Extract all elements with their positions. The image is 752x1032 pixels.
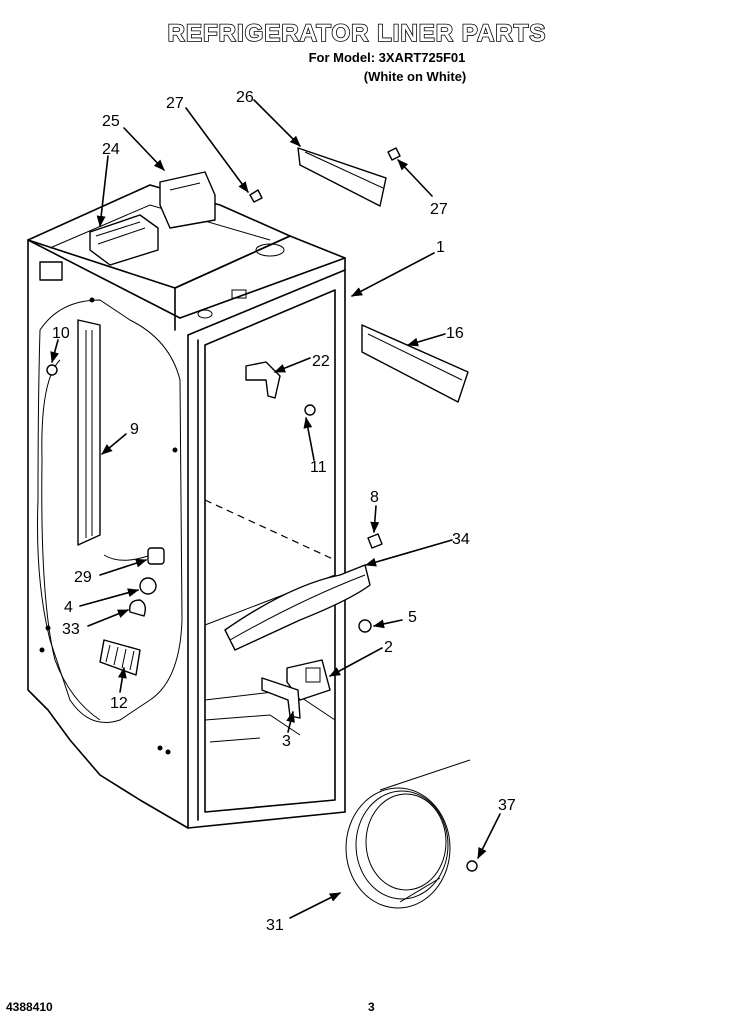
- callout-labels: 1 2 3 4 5 8 9 10 11 12 16 22 24 25 26 27…: [52, 89, 516, 934]
- screw-part-11: [304, 404, 316, 416]
- callout-27-upper-left: 27: [166, 95, 184, 112]
- callout-4: 4: [64, 599, 73, 616]
- callout-9: 9: [130, 421, 139, 438]
- callout-10: 10: [52, 325, 70, 342]
- refrigerator-liner: [27, 184, 346, 829]
- crisper-cover-part: [224, 564, 371, 651]
- air-duct-housing-part: [89, 214, 159, 266]
- callout-12: 12: [110, 695, 128, 712]
- callout-37: 37: [498, 797, 516, 814]
- light-bulb-part: [129, 599, 147, 617]
- callout-26: 26: [236, 89, 254, 106]
- callout-5: 5: [408, 609, 417, 626]
- callout-8: 8: [370, 489, 379, 506]
- bulb-holder-part: [139, 577, 157, 595]
- callout-16: 16: [446, 325, 464, 342]
- callout-11: 11: [310, 459, 327, 476]
- callout-29: 29: [74, 569, 92, 586]
- screw-part-10: [46, 364, 58, 376]
- shelf-cleat-part: [361, 324, 469, 403]
- callout-22: 22: [312, 353, 330, 370]
- callout-31: 31: [266, 917, 284, 934]
- callout-25: 25: [102, 113, 120, 130]
- page-title: REFRIGERATOR LINER PARTS: [167, 19, 547, 48]
- nut-part: [358, 619, 372, 633]
- document-number: 4388410: [6, 1000, 53, 1014]
- callout-27-right: 27: [430, 201, 448, 218]
- callout-33: 33: [62, 621, 80, 638]
- leader-lines: [50, 99, 501, 919]
- model-line: For Model: 3XART725F01: [308, 50, 466, 65]
- water-tubing-coil-part: [345, 759, 471, 909]
- duct-bracket-part: [159, 171, 216, 229]
- light-shield-part: [99, 639, 141, 676]
- callout-34: 34: [452, 531, 470, 548]
- callout-1: 1: [436, 239, 445, 256]
- callout-2: 2: [384, 639, 393, 656]
- screw-part-37: [466, 860, 478, 872]
- door-stop-bracket-part: [245, 361, 281, 399]
- color-line: (White on White): [363, 69, 467, 84]
- light-socket-part: [103, 547, 165, 565]
- clip-part: [367, 533, 383, 549]
- callout-3: 3: [282, 733, 291, 750]
- top-rail-part: [297, 147, 387, 207]
- callout-24: 24: [102, 141, 120, 158]
- page-number: 3: [368, 1000, 375, 1014]
- screw-part-upper: [249, 147, 401, 203]
